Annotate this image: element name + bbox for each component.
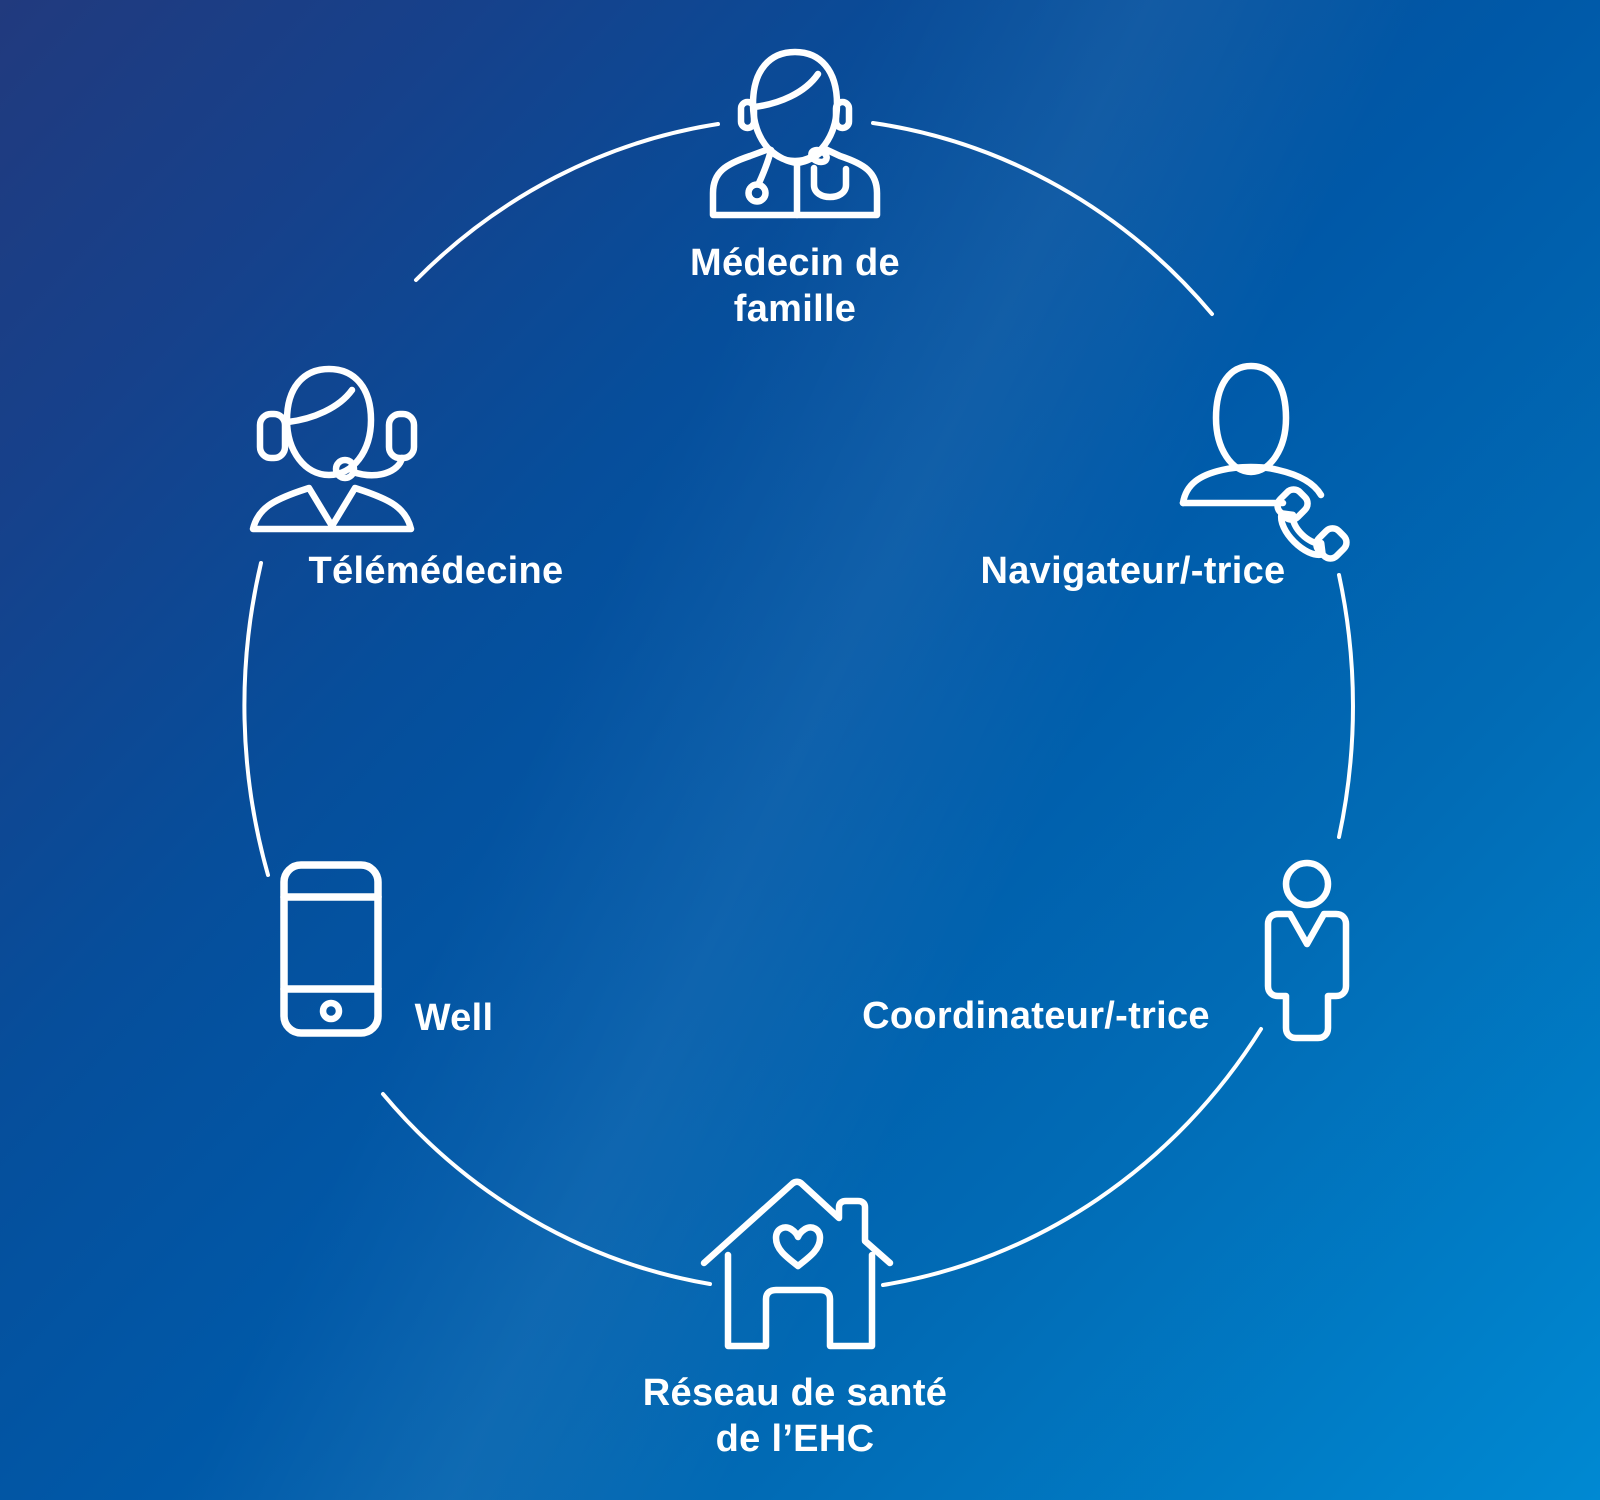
mic-boom-icon [349, 454, 406, 479]
mic-icon [332, 456, 358, 482]
doctor-icon [709, 48, 881, 219]
person-with-phone-icon [1179, 362, 1350, 562]
label-line: Médecin de [690, 242, 900, 284]
label-reseau-sante-ehc: Réseau de santé de l’EHC [643, 1370, 947, 1462]
headset-earpiece-icon [385, 410, 418, 462]
ring-arc-top-left [414, 122, 720, 282]
home-button-icon [319, 999, 343, 1023]
label-telemedecine: Télémédecine [308, 550, 564, 592]
label-navigateur: Navigateur/-trice [980, 550, 1286, 592]
ring-arc-bottom-left [381, 1092, 712, 1286]
label-well: Well [414, 997, 494, 1039]
phone-handset-icon [1274, 486, 1350, 562]
headset-earpiece-icon [256, 410, 289, 462]
heart-icon [772, 1224, 824, 1270]
label-line: de l’EHC [715, 1418, 875, 1460]
ring-arc-left [242, 561, 270, 877]
headset-agent-icon [249, 365, 418, 533]
house-heart-icon [700, 1178, 894, 1350]
label-coordinateur: Coordinateur/-trice [862, 995, 1210, 1037]
ring-arc-bottom-right [881, 1027, 1263, 1287]
ring-arc-top-right [871, 121, 1214, 316]
label-medecin-de-famille: Médecin de famille [690, 240, 900, 332]
person-icon [1264, 859, 1350, 1042]
ring-arc-right [1337, 573, 1355, 839]
label-line: famille [733, 288, 857, 330]
label-line: Réseau de santé [642, 1372, 948, 1414]
smartphone-icon [280, 861, 382, 1037]
